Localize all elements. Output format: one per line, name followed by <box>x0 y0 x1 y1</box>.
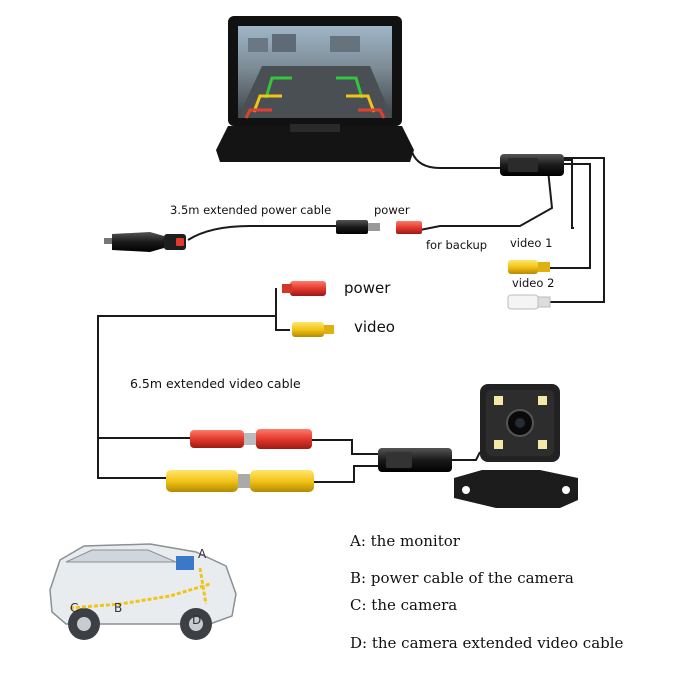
video2-rca <box>507 294 551 310</box>
wiring <box>97 151 605 483</box>
video-label-mid: video <box>354 318 395 336</box>
car-letter-a: A <box>198 547 207 561</box>
car-letter-b: B <box>114 601 123 615</box>
video2-label: video 2 <box>512 276 555 290</box>
power-plug-top <box>336 220 422 234</box>
video1-rca <box>508 260 550 274</box>
power-label-mid: power <box>344 279 391 297</box>
monitor <box>216 16 414 162</box>
power-connector-mid <box>282 281 326 296</box>
for-backup-label: for backup <box>426 238 488 252</box>
legend-item-d: D: the camera extended video cable <box>350 634 624 652</box>
red-connector-pair <box>190 429 312 449</box>
legend-item-c: C: the camera <box>350 596 458 614</box>
car-letter-c: C <box>70 601 79 615</box>
camera <box>454 384 578 508</box>
extended-power-cable-label: 3.5m extended power cable <box>170 203 332 217</box>
hub-connector <box>500 154 564 176</box>
camera-splitter <box>378 448 452 472</box>
legend-item-b: B: power cable of the camera <box>350 569 574 587</box>
cigarette-plug <box>104 232 186 252</box>
extended-video-cable-label: 6.5m extended video cable <box>130 376 301 391</box>
video1-label: video 1 <box>510 236 553 250</box>
video-connector-mid <box>292 322 334 337</box>
power-label-top: power <box>374 203 410 217</box>
car-letter-d: D <box>192 613 202 627</box>
legend-item-a: A: the monitor <box>350 532 460 550</box>
car-illustration <box>49 543 237 640</box>
yellow-connector-pair <box>166 470 314 492</box>
